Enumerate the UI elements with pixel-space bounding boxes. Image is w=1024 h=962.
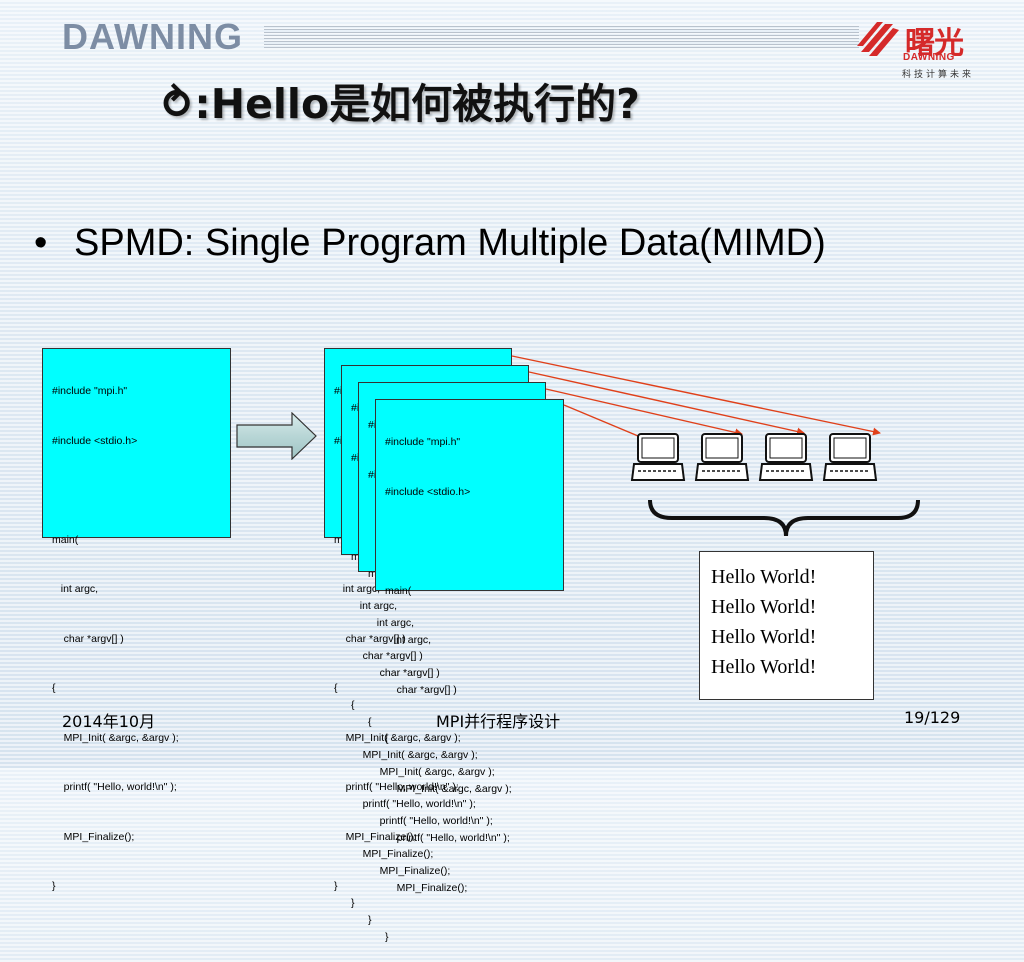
header-rule bbox=[264, 26, 859, 48]
code-line: #include "mpi.h" bbox=[385, 436, 461, 448]
computer-icon bbox=[822, 433, 878, 481]
output-line: Hello World! bbox=[711, 596, 817, 618]
logo-english-text: DAWNING bbox=[903, 52, 955, 63]
computer-icon bbox=[694, 433, 750, 481]
brand-logo-text: DAWNING bbox=[62, 16, 243, 57]
code-line: printf( "Hello, world!\n" ); bbox=[385, 832, 510, 844]
code-line: char *argv[] ) bbox=[334, 632, 406, 645]
source-program-box: #include "mpi.h" #include <stdio.h> main… bbox=[42, 348, 231, 892]
bullet-item: • SPMD: Single Program Multiple Data(MIMD… bbox=[34, 222, 826, 265]
code-line: int argc, bbox=[368, 617, 415, 629]
code-line: char *argv[] ) bbox=[52, 632, 124, 645]
code-line: int argc, bbox=[385, 634, 432, 646]
code-line: printf( "Hello, world!\n" ); bbox=[368, 815, 493, 827]
code-line: { bbox=[334, 682, 338, 694]
code-line: MPI_Init( &argc, &argv ); bbox=[52, 731, 179, 744]
code-line: MPI_Finalize(); bbox=[385, 881, 468, 894]
red-arrow bbox=[528, 371, 805, 436]
code-line: MPI_Finalize(); bbox=[52, 830, 135, 843]
code-line: { bbox=[351, 699, 355, 711]
code-line: } bbox=[385, 931, 389, 943]
code-line: } bbox=[351, 897, 355, 909]
diagram-overlay bbox=[511, 355, 920, 537]
curly-brace-icon bbox=[648, 499, 920, 537]
output-box: Hello World! Hello World! Hello World! H… bbox=[699, 551, 874, 700]
code-line: } bbox=[52, 880, 56, 892]
code-line: main( bbox=[385, 584, 412, 597]
dawning-logo-icon bbox=[857, 22, 899, 56]
code-line: #include <stdio.h> bbox=[52, 434, 138, 447]
code-line: char *argv[] ) bbox=[368, 666, 440, 679]
code-line: #include "mpi.h" bbox=[52, 385, 128, 397]
code-line: MPI_Finalize(); bbox=[368, 864, 451, 877]
bullet-dot-icon: • bbox=[34, 222, 48, 264]
output-line: Hello World! bbox=[711, 626, 817, 648]
output-line: Hello World! bbox=[711, 566, 817, 588]
slide-title: ⥁:Hello是如何被执行的? bbox=[160, 80, 640, 128]
code-line: main( bbox=[52, 533, 79, 546]
code-line: int argc, bbox=[52, 583, 99, 595]
code-line: char *argv[] ) bbox=[351, 649, 423, 662]
bullet-text: SPMD: Single Program Multiple Data(MIMD) bbox=[74, 222, 826, 264]
logo-chinese-text: 曙光 bbox=[905, 26, 964, 61]
code-line: int argc, bbox=[351, 600, 398, 612]
code-line: int argc, bbox=[334, 583, 381, 595]
footer-course: MPI并行程序设计 bbox=[436, 712, 561, 731]
code-line: MPI_Init( &argc, &argv ); bbox=[334, 731, 461, 744]
code-line: { bbox=[368, 716, 372, 728]
code-line: MPI_Init( &argc, &argv ); bbox=[385, 782, 512, 795]
computer-icon bbox=[630, 433, 686, 481]
right-arrow-icon bbox=[236, 412, 317, 460]
code-line: { bbox=[385, 733, 389, 745]
code-line: char *argv[] ) bbox=[385, 683, 457, 696]
red-arrow bbox=[511, 355, 881, 436]
code-line: printf( "Hello, world!\n" ); bbox=[351, 798, 476, 810]
footer-page-number: 19/129 bbox=[904, 708, 961, 727]
code-line: MPI_Finalize(); bbox=[351, 847, 434, 860]
code-line: MPI_Init( &argc, &argv ); bbox=[351, 748, 478, 761]
logo-slogan: 科技计算未来 bbox=[902, 70, 975, 80]
output-line: Hello World! bbox=[711, 656, 817, 678]
code-line: } bbox=[368, 914, 372, 926]
computer-icon bbox=[758, 433, 814, 481]
red-arrow bbox=[545, 388, 743, 437]
code-line: printf( "Hello, world!\n" ); bbox=[52, 781, 177, 793]
code-line: #include <stdio.h> bbox=[385, 485, 471, 498]
code-line: { bbox=[52, 682, 56, 694]
footer-date: 2014年10月 bbox=[62, 712, 156, 731]
